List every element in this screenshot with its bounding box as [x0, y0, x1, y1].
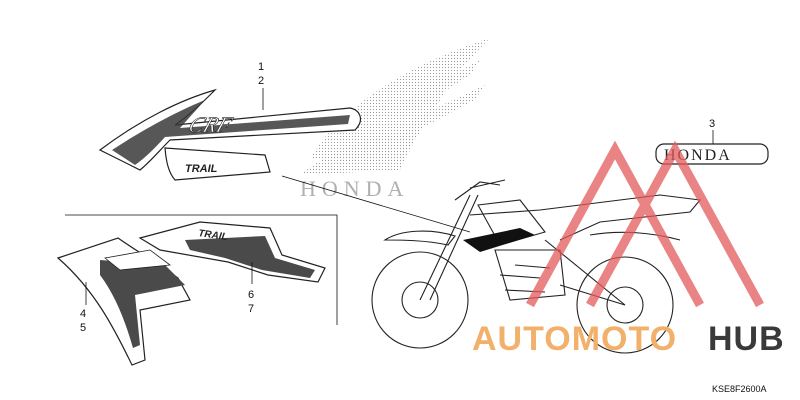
tank-graphic: TRAIL — [138, 221, 326, 283]
diagram-code: KSE8F2600A — [712, 384, 767, 394]
shroud-text: CRF — [185, 113, 236, 137]
watermark-triangles — [526, 140, 764, 308]
motorcycle-decal — [463, 228, 535, 252]
group-bracket — [65, 214, 338, 325]
shroud-small-text: TRAIL — [185, 163, 218, 175]
callout-3: 3 — [709, 118, 715, 130]
callout-4: 4 — [80, 308, 86, 320]
callout-5: 5 — [80, 322, 86, 334]
callout-2: 2 — [258, 75, 264, 87]
callout-1: 1 — [258, 61, 264, 73]
watermark-text-automoto: AUTOMOTO — [472, 320, 677, 358]
callout-6: 6 — [248, 289, 254, 301]
callout-7: 7 — [248, 303, 254, 315]
side-cover-graphic — [56, 237, 191, 366]
watermark-logo: AUTOMOTO HUB — [472, 320, 785, 358]
tank-small-text: TRAIL — [198, 228, 229, 243]
shroud-graphic: CRF TRAIL — [98, 88, 362, 181]
watermark-text-hub: HUB — [708, 320, 785, 358]
